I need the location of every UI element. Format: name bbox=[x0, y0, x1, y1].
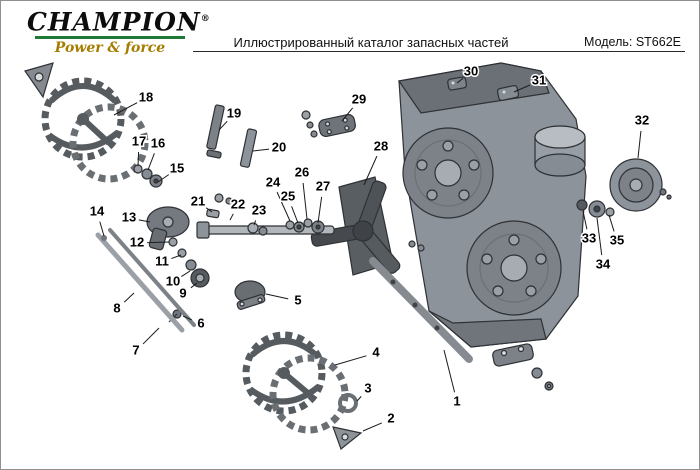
leader-line-15 bbox=[157, 174, 170, 183]
leader-line-13 bbox=[138, 219, 151, 223]
leader-line-18 bbox=[113, 102, 138, 116]
brand-name: CHAMPION® bbox=[27, 7, 210, 37]
small-mounts bbox=[447, 76, 520, 101]
leader-line-27 bbox=[317, 196, 323, 224]
part-callout-33: 33 bbox=[582, 230, 596, 245]
leader-line-35 bbox=[608, 214, 615, 232]
part-callout-14: 14 bbox=[90, 203, 105, 218]
part-callout-2: 2 bbox=[387, 410, 394, 425]
control-rods bbox=[95, 228, 196, 333]
leader-line-11 bbox=[171, 254, 182, 260]
part-callout-32: 32 bbox=[635, 112, 649, 127]
lower-bracket bbox=[332, 393, 363, 450]
page-title: Иллюстрированный каталог запасных частей bbox=[233, 35, 509, 50]
leader-line-31 bbox=[513, 84, 531, 93]
leader-line-30 bbox=[456, 77, 464, 84]
leader-line-3 bbox=[356, 396, 362, 402]
leader-line-22 bbox=[229, 213, 234, 221]
leader-line-20 bbox=[252, 148, 270, 152]
part-callout-12: 12 bbox=[130, 234, 144, 249]
part-callout-18: 18 bbox=[139, 89, 153, 104]
drive-pulley bbox=[609, 158, 672, 212]
registered-mark-icon: ® bbox=[200, 14, 210, 24]
leader-line-9 bbox=[190, 282, 198, 289]
brand-tagline: Power & force bbox=[54, 40, 166, 57]
leader-line-14 bbox=[99, 221, 105, 237]
leader-line-8 bbox=[123, 292, 135, 303]
chute-rail bbox=[369, 257, 473, 363]
leader-line-16 bbox=[147, 153, 155, 171]
leader-line-25 bbox=[291, 206, 299, 224]
part-callout-23: 23 bbox=[252, 202, 266, 217]
leader-line-10 bbox=[181, 270, 191, 277]
part-callout-16: 16 bbox=[151, 135, 165, 150]
leader-line-32 bbox=[637, 130, 642, 159]
part-callout-26: 26 bbox=[295, 164, 309, 179]
auger-rake-lower bbox=[242, 331, 349, 434]
header-divider bbox=[193, 51, 685, 52]
part-callout-31: 31 bbox=[532, 72, 546, 87]
part-callout-19: 19 bbox=[227, 105, 241, 120]
model-label: Модель: ST662E bbox=[584, 35, 681, 49]
impeller bbox=[310, 176, 401, 276]
part-callout-22: 22 bbox=[231, 196, 245, 211]
leader-line-7 bbox=[142, 327, 160, 345]
part-callout-27: 27 bbox=[316, 178, 330, 193]
part-callout-29: 29 bbox=[352, 91, 366, 106]
part-callout-5: 5 bbox=[294, 292, 301, 307]
leader-line-24 bbox=[276, 191, 291, 222]
part-callout-20: 20 bbox=[272, 139, 286, 154]
part-callout-25: 25 bbox=[281, 188, 295, 203]
part-callout-15: 15 bbox=[170, 160, 184, 175]
idler-pulley-stack bbox=[177, 248, 210, 288]
part-callout-10: 10 bbox=[166, 273, 180, 288]
skid-plate bbox=[408, 240, 554, 391]
part-callout-13: 13 bbox=[122, 209, 136, 224]
leader-line-12 bbox=[146, 241, 170, 244]
part-callout-3: 3 bbox=[364, 380, 371, 395]
brand-rule bbox=[35, 36, 185, 40]
gearbox bbox=[133, 164, 190, 251]
bearing-housing bbox=[168, 280, 266, 323]
scraper-brackets bbox=[206, 104, 258, 168]
part-callout-1: 1 bbox=[453, 393, 460, 408]
part-callout-8: 8 bbox=[113, 300, 120, 315]
auger-rake-left bbox=[24, 62, 149, 183]
leader-line-21 bbox=[205, 207, 213, 213]
leader-line-29 bbox=[341, 107, 354, 122]
leader-line-33 bbox=[582, 210, 588, 230]
brand-logo: CHAMPION® Power & force bbox=[27, 6, 210, 57]
leader-line-17 bbox=[137, 151, 140, 167]
part-callout-35: 35 bbox=[610, 232, 624, 247]
part-callout-30: 30 bbox=[464, 63, 478, 78]
part-callout-21: 21 bbox=[191, 193, 205, 208]
friction-plate bbox=[301, 110, 356, 138]
part-callout-28: 28 bbox=[374, 138, 388, 153]
leader-line-4 bbox=[334, 355, 367, 366]
leader-line-5 bbox=[265, 293, 289, 300]
leader-line-19 bbox=[218, 120, 228, 131]
part-callout-11: 11 bbox=[155, 253, 169, 268]
shaft-hardware bbox=[214, 193, 325, 236]
auger-housing bbox=[397, 62, 587, 348]
leader-line-34 bbox=[596, 217, 603, 256]
part-callout-34: 34 bbox=[596, 256, 611, 271]
part-callout-6: 6 bbox=[197, 315, 204, 330]
part-callout-7: 7 bbox=[132, 342, 139, 357]
pulley-hardware bbox=[576, 199, 615, 218]
leader-line-26 bbox=[302, 182, 308, 220]
leader-line-23 bbox=[253, 220, 257, 226]
part-callout-24: 24 bbox=[266, 174, 281, 189]
part-callout-17: 17 bbox=[132, 133, 146, 148]
leader-line-2 bbox=[362, 422, 383, 432]
leader-line-1 bbox=[443, 349, 456, 393]
part-callout-4: 4 bbox=[372, 344, 380, 359]
part-callout-9: 9 bbox=[179, 285, 186, 300]
leader-line-28 bbox=[363, 155, 378, 186]
leader-line-6 bbox=[182, 315, 193, 321]
